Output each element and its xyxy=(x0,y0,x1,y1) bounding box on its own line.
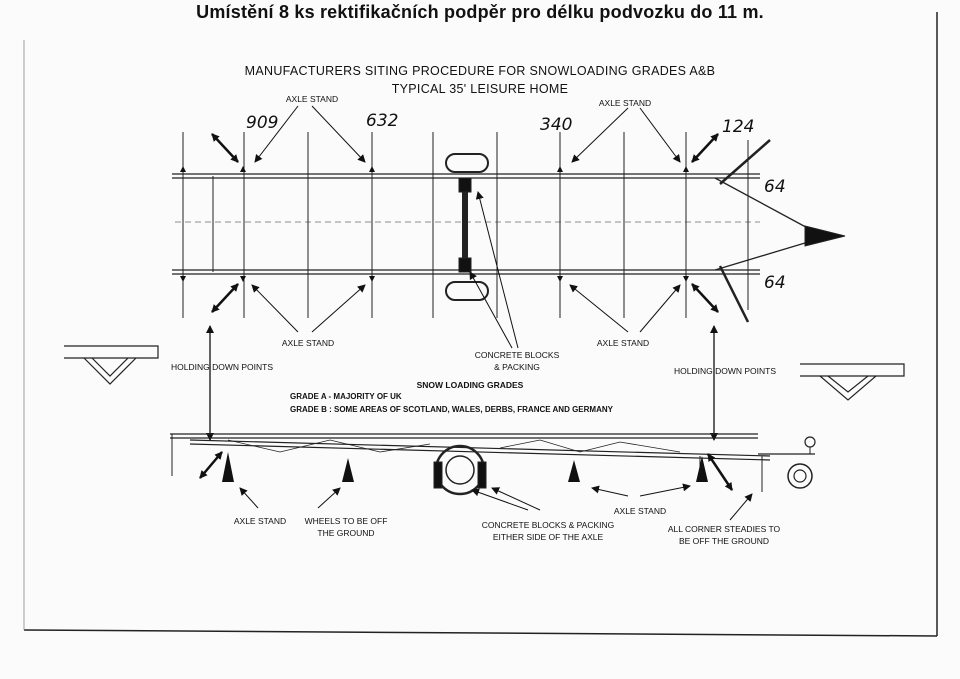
snow-grades-title: SNOW LOADING GRADES xyxy=(417,380,524,390)
plan-view xyxy=(172,132,846,323)
label-axle-stand-top-left: AXLE STAND xyxy=(286,94,338,104)
label-concrete-blocks-line1: CONCRETE BLOCKS xyxy=(475,350,560,360)
grade-b-text: GRADE B : SOME AREAS OF SCOTLAND, WALES,… xyxy=(290,405,614,414)
hw-632: 632 xyxy=(366,111,398,131)
diagram-heading: MANUFACTURERS SITING PROCEDURE FOR SNOWL… xyxy=(244,64,716,78)
label-axle-stand-bottom-right: AXLE STAND xyxy=(597,338,649,348)
hw-909: 909 xyxy=(246,113,278,133)
label-holding-down-right: HOLDING DOWN POINTS xyxy=(674,366,776,376)
label-corner-line1: ALL CORNER STEADIES TO xyxy=(668,524,781,534)
label-side-concrete-line1: CONCRETE BLOCKS & PACKING xyxy=(482,520,615,530)
hw-124: 124 xyxy=(722,117,754,137)
hw-340: 340 xyxy=(540,115,572,135)
label-side-concrete-line2: EITHER SIDE OF THE AXLE xyxy=(493,532,604,542)
label-wheels-line2: THE GROUND xyxy=(317,528,374,538)
label-side-axle-stand-right: AXLE STAND xyxy=(614,506,666,516)
label-side-axle-stand-left: AXLE STAND xyxy=(234,516,286,526)
diagram-subheading: TYPICAL 35' LEISURE HOME xyxy=(391,82,569,96)
label-concrete-blocks-line2: & PACKING xyxy=(494,362,540,372)
frame-bottom-border xyxy=(23,629,938,637)
side-arrows xyxy=(199,451,753,521)
plan-arrows xyxy=(206,105,719,441)
side-view xyxy=(170,433,816,496)
hw-64-bottom: 64 xyxy=(764,273,786,293)
label-axle-stand-bottom-left: AXLE STAND xyxy=(282,338,334,348)
page-title: Umístění 8 ks rektifikačních podpěr pro … xyxy=(196,2,764,22)
label-wheels-line1: WHEELS TO BE OFF xyxy=(305,516,388,526)
grade-a-text: GRADE A - MAJORITY OF UK xyxy=(290,392,402,401)
hw-64-top: 64 xyxy=(764,177,786,197)
section-sketches xyxy=(64,345,905,401)
label-holding-down-left: HOLDING DOWN POINTS xyxy=(171,362,273,372)
label-axle-stand-top-right: AXLE STAND xyxy=(599,98,651,108)
label-corner-line2: BE OFF THE GROUND xyxy=(679,536,769,546)
